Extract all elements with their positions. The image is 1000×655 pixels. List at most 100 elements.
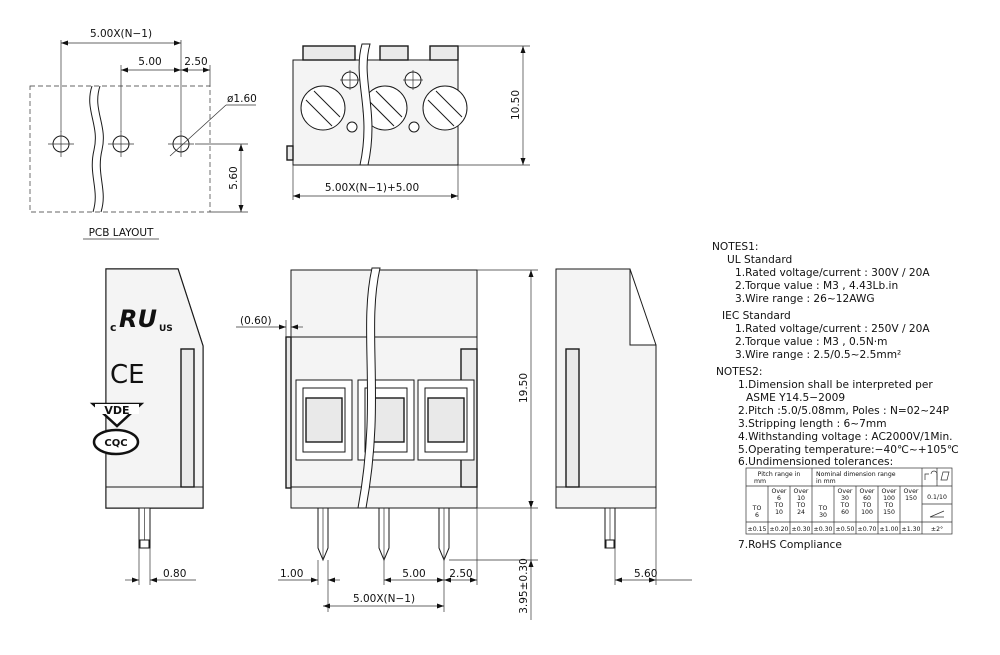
pin xyxy=(317,507,329,562)
ul-note-item: 2.Torque value : M3 , 4.43Lb.in xyxy=(735,280,898,292)
table-tolerance: ±1.30 xyxy=(902,526,921,533)
table-cell: TO xyxy=(840,502,850,509)
pcb-hole xyxy=(48,131,74,157)
iec-standard-title: IEC Standard xyxy=(722,310,791,322)
notes2-item: ASME Y14.5−2009 xyxy=(746,392,845,404)
table-angle-tolerance: ±2° xyxy=(931,525,943,533)
notes-block: NOTES1: UL Standard 1.Rated voltage/curr… xyxy=(712,241,959,551)
pcb-total-pitch-label: 5.00X(N−1) xyxy=(90,28,152,40)
table-cell: Over xyxy=(904,488,919,495)
notes2-item: 4.Withstanding voltage : AC2000V/1Min. xyxy=(738,431,953,443)
top-height-label: 10.50 xyxy=(510,90,522,120)
table-cell: 6 xyxy=(755,512,759,519)
notes2-item: 1.Dimension shall be interpreted per xyxy=(738,379,933,391)
ul-note-item: 1.Rated voltage/current : 300V / 20A xyxy=(735,267,930,279)
iec-note-item: 1.Rated voltage/current : 250V / 20A xyxy=(735,323,930,335)
table-cell: 30 xyxy=(819,512,827,519)
ul-standard-title: UL Standard xyxy=(727,254,792,266)
front-offset-label: (0.60) xyxy=(240,315,272,327)
table-cell: 30 xyxy=(841,495,849,502)
table-cell: TO xyxy=(862,502,872,509)
notes2-heading: NOTES2: xyxy=(716,366,762,378)
table-header-nominal: in mm xyxy=(816,478,836,485)
wire-entry xyxy=(295,379,353,461)
table-cell: 60 xyxy=(863,495,871,502)
table-cell: 150 xyxy=(883,509,895,516)
screw-head xyxy=(362,85,408,131)
table-tolerance: ±0.50 xyxy=(836,526,855,533)
table-cell: TO xyxy=(774,502,784,509)
notes2-item: 3.Stripping length : 6~7mm xyxy=(738,418,887,430)
table-cell: TO xyxy=(752,505,762,512)
top-width-label: 5.00X(N−1)+5.00 xyxy=(325,182,419,194)
pcb-hole xyxy=(168,131,194,157)
pcb-height-label: 5.60 xyxy=(228,166,240,189)
front-half-pitch-label: 2.50 xyxy=(449,568,472,580)
front-pin-length-label: 3.95±0.30 xyxy=(518,558,530,614)
right-depth-label: 5.60 xyxy=(634,568,657,580)
notes2-item: 2.Pitch :5.0/5.08mm, Poles : N=02~24P xyxy=(738,405,950,417)
table-flatness: 0.1/10 xyxy=(927,494,947,501)
pcb-hole-diameter-label: ø1.60 xyxy=(227,93,257,105)
table-cell: Over xyxy=(860,488,875,495)
screw-head xyxy=(422,85,468,131)
ul-mark: c RU US xyxy=(110,305,173,334)
tolerance-table: Pitch range in mm Nominal dimension rang… xyxy=(745,467,953,535)
table-cell: Over xyxy=(882,488,897,495)
table-cell: 100 xyxy=(861,509,873,516)
front-pitch-label: 5.00 xyxy=(402,568,425,580)
pcb-half-pitch-label: 2.50 xyxy=(184,56,207,68)
table-header-pitch: mm xyxy=(754,478,766,485)
pcb-hole xyxy=(108,131,134,157)
table-cell: 100 xyxy=(883,495,895,502)
right-side-view: 5.60 xyxy=(555,268,692,585)
table-tolerance: ±0.20 xyxy=(770,526,789,533)
ul-mark-us: US xyxy=(159,324,173,334)
table-tolerance: ±1.00 xyxy=(880,526,899,533)
rohs-note: 7.RoHS Compliance xyxy=(738,539,842,551)
pcb-layout-title: PCB LAYOUT xyxy=(89,227,154,239)
table-cell: TO xyxy=(796,502,806,509)
left-side-view: c RU US CE VDE CQC 0.80 xyxy=(89,268,204,585)
table-cell: 10 xyxy=(775,509,783,516)
notes1-heading: NOTES1: xyxy=(712,241,758,253)
ul-mark-c: c xyxy=(110,321,117,334)
table-cell: 6 xyxy=(777,495,781,502)
front-pin-left-label: 1.00 xyxy=(280,568,303,580)
ul-note-item: 3.Wire range : 26~12AWG xyxy=(735,293,875,305)
pcb-layout-view: 5.00X(N−1) 5.00 2.50 ø1.60 5.60 PCB LAYO… xyxy=(29,28,257,240)
table-header-nominal: Nominal dimension range xyxy=(816,471,896,478)
notes2-item: 5.Operating temperature:−40℃~+105℃ xyxy=(738,444,959,456)
pcb-pitch-label: 5.00 xyxy=(138,56,161,68)
table-header-pitch: Pitch range in xyxy=(758,471,801,478)
cqc-mark-text: CQC xyxy=(104,438,127,449)
table-cell: TO xyxy=(884,502,894,509)
table-tolerance: ±0.30 xyxy=(792,526,811,533)
ce-mark: CE xyxy=(110,360,145,390)
table-tolerance: ±0.15 xyxy=(748,526,767,533)
wire-entry xyxy=(417,379,475,461)
table-cell: 60 xyxy=(841,509,849,516)
notes2-item: 6.Undimensioned tolerances: xyxy=(738,456,893,468)
left-pin-width-label: 0.80 xyxy=(163,568,186,580)
screw-head xyxy=(300,85,346,131)
front-view: (0.60) 19.50 3.95±0.30 1.00 5.00 2.50 5.… xyxy=(236,267,538,620)
table-tolerance: ±0.30 xyxy=(814,526,833,533)
iec-note-item: 3.Wire range : 2.5/0.5~2.5mm² xyxy=(735,349,901,361)
vde-mark-text: VDE xyxy=(104,404,129,417)
table-cell: Over xyxy=(772,488,787,495)
front-total-pitch-label: 5.00X(N−1) xyxy=(353,593,415,605)
front-height-label: 19.50 xyxy=(518,373,530,403)
table-cell: Over xyxy=(838,488,853,495)
pin xyxy=(438,507,450,562)
table-cell: 150 xyxy=(905,495,917,502)
ul-mark-logo: RU xyxy=(119,305,157,333)
table-cell: TO xyxy=(818,505,828,512)
table-cell: 10 xyxy=(797,495,805,502)
table-cell: Over xyxy=(794,488,809,495)
table-cell: 24 xyxy=(797,509,805,516)
top-view: 5.00X(N−1)+5.00 10.50 xyxy=(286,43,530,200)
table-tolerance: ±0.70 xyxy=(858,526,877,533)
iec-note-item: 2.Torque value : M3 , 0.5N·m xyxy=(735,336,887,348)
